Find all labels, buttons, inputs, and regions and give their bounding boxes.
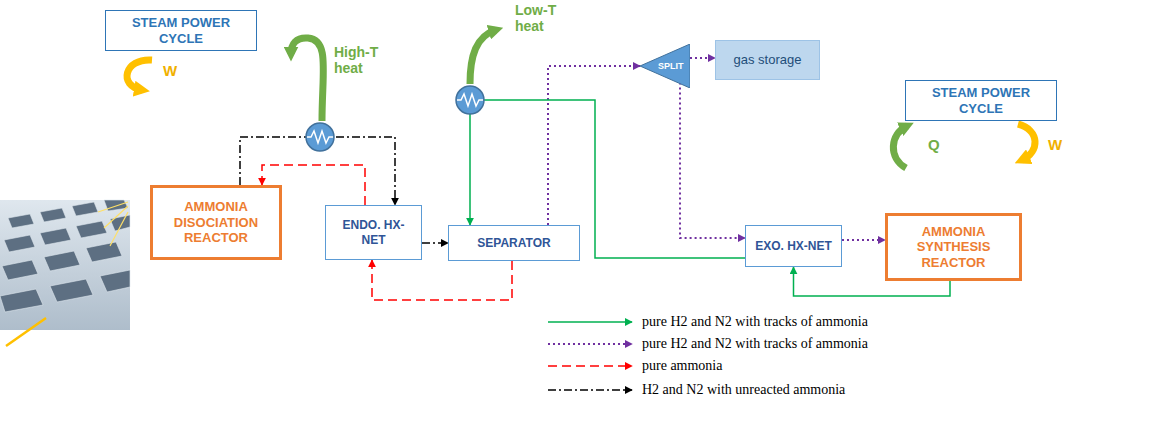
box-text: gas storage [734,52,802,68]
box-text: AMMONIA SYNTHESIS REACTOR [896,224,1011,271]
legend-text: pure H2 and N2 with tracks of ammonia [642,334,868,354]
hx-network-box: ENDO. HX-NET [325,205,422,260]
split-triangle: SPLIT [640,44,690,88]
separator-box: SEPARATOR [448,225,580,261]
work-arrow [127,60,152,90]
box-text: ENDO. HX-NET [334,218,413,247]
flow-connector [842,239,885,241]
box-text: STEAM POWER CYCLE [114,15,248,46]
box-text: STEAM POWER CYCLE [914,85,1048,116]
heat-arrow [893,126,907,168]
reactor-box: AMMONIA SYNTHESIS REACTOR [885,213,1022,281]
legend-text: pure ammonia [642,356,722,376]
legend-line [548,389,632,391]
heat-exchanger-symbol [306,123,334,151]
box-text: AMMONIA DISOCIATION REACTOR [161,199,271,246]
cycle-box: STEAM POWER CYCLE [105,10,257,51]
legend-text: pure H2 and N2 with tracks of ammonia [642,312,868,332]
flow-connector [680,83,745,238]
flow-connector [548,66,640,225]
work-label: W [1048,136,1062,153]
heat-arrow [291,38,323,121]
box-text: EXO. HX-NET [755,239,832,253]
storage-box: gas storage [715,40,820,80]
hx-network-box: EXO. HX-NET [745,225,842,267]
flow-connector [372,260,512,300]
flow-connector [690,57,715,59]
heat-label: Low-T heat [515,2,569,34]
work-label: W [163,62,177,79]
legend-line [548,321,632,323]
box-text: SPLIT [658,61,684,72]
heat-exchanger-symbol [456,86,484,114]
reactor-box: AMMONIA DISOCIATION REACTOR [150,185,282,260]
legend-line [548,343,632,345]
flow-connector [422,242,448,244]
legend-line [548,365,632,367]
box-text: SEPARATOR [477,236,550,250]
solar-field-picture [0,200,130,346]
legend-text: H2 and N2 with unreacted ammonia [642,380,845,400]
cycle-box: STEAM POWER CYCLE [905,80,1057,121]
heat-label: High-T heat [334,44,388,76]
heat-label: Q [928,136,940,153]
heat-arrow [470,30,496,84]
work-arrow [1018,124,1035,160]
